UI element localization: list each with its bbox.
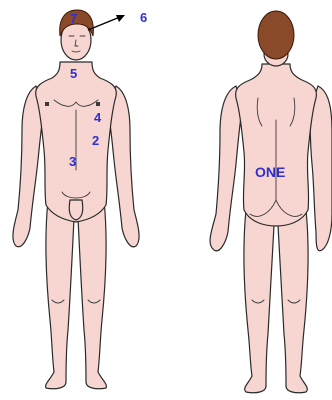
back-hair (258, 11, 294, 59)
back-right-leg (278, 210, 308, 393)
back-left-leg (244, 210, 274, 393)
label-7: 7 (70, 11, 77, 26)
label-6: 6 (140, 10, 147, 25)
label-4: 4 (94, 110, 102, 125)
label-one: ONE (255, 164, 285, 180)
back-body-figure (210, 11, 332, 393)
front-left-leg (46, 200, 74, 389)
label-5: 5 (70, 66, 77, 81)
arrow-to-6 (88, 15, 125, 30)
back-left-arm (210, 86, 242, 251)
label-2: 2 (92, 133, 99, 148)
front-right-leg (78, 200, 106, 389)
label-3: 3 (69, 154, 76, 169)
